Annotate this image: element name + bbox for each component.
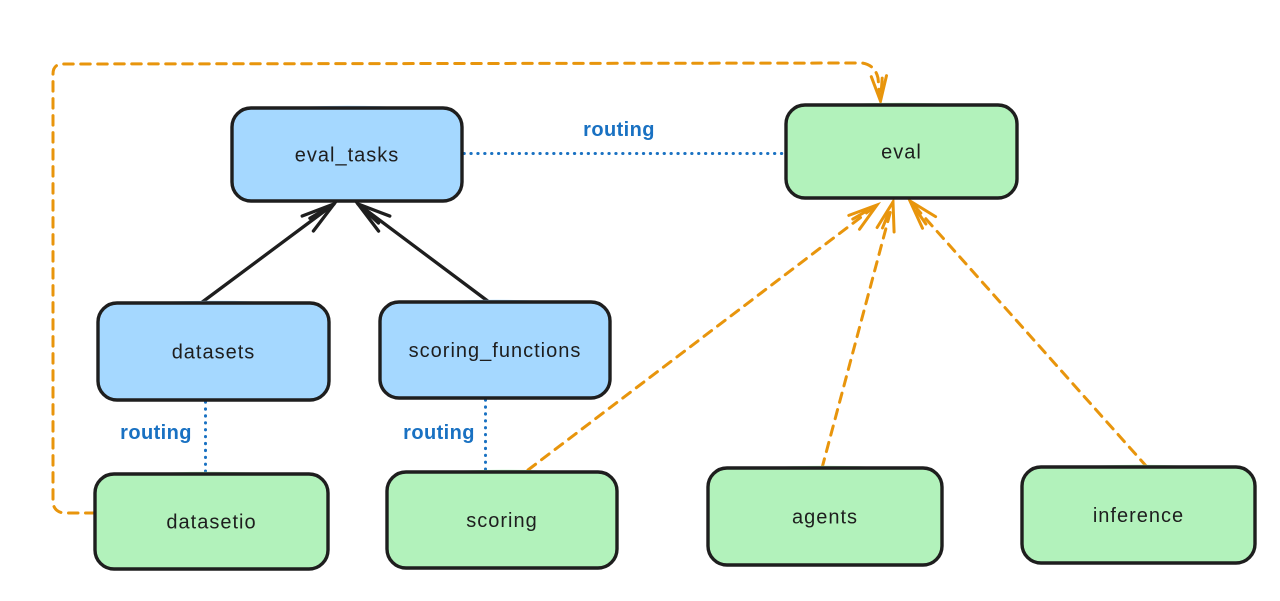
svg-text:datasets: datasets xyxy=(172,342,256,364)
svg-text:eval_tasks: eval_tasks xyxy=(295,145,400,167)
svg-text:routing: routing xyxy=(583,119,655,141)
svg-text:datasetio: datasetio xyxy=(166,512,256,534)
svg-text:scoring_functions: scoring_functions xyxy=(409,340,582,362)
svg-text:inference: inference xyxy=(1093,505,1184,527)
svg-text:eval: eval xyxy=(881,142,922,164)
svg-text:routing: routing xyxy=(403,422,475,444)
svg-text:scoring: scoring xyxy=(466,510,537,532)
svg-text:agents: agents xyxy=(792,507,858,529)
svg-text:routing: routing xyxy=(120,422,192,444)
